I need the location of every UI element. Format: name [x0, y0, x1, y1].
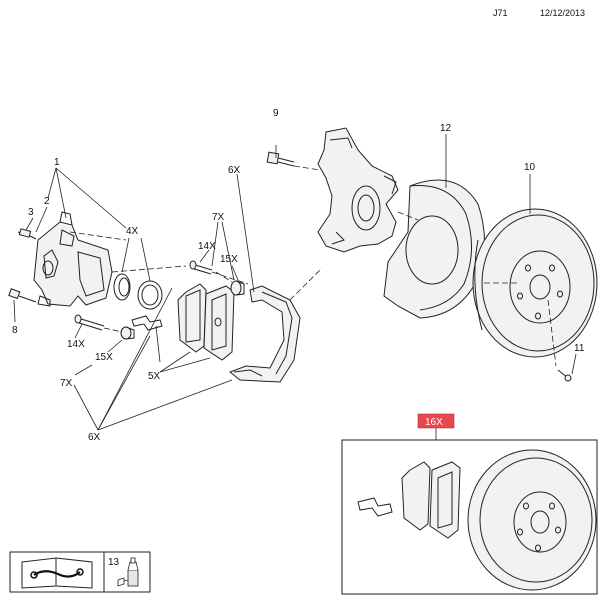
steering-knuckle	[317, 127, 399, 253]
callout-13: 13	[108, 557, 120, 568]
piston-seal-rings	[113, 273, 163, 310]
bleeder-screw	[17, 228, 37, 240]
spring-clip-left	[131, 315, 163, 331]
callout-2: 2	[44, 196, 50, 207]
caliper-bolt	[8, 288, 37, 303]
caliper-housing	[33, 211, 113, 307]
diagram-date: 12/12/2013	[540, 8, 585, 18]
guide-boot-top	[230, 280, 245, 296]
callout-15x-top: 15X	[220, 254, 238, 265]
kit-inset: 16X	[341, 413, 598, 595]
callout-4x: 4X	[126, 226, 139, 237]
knuckle-bolt	[266, 151, 295, 167]
callout-6x-top: 6X	[228, 165, 241, 176]
kit-rotor	[467, 449, 597, 591]
callouts: 1 2 3 8 4X 14X 15X 7X 6X 5X 6X 7X 14X 15…	[12, 108, 585, 443]
callout-15x-left: 15X	[95, 352, 113, 363]
guide-pin-top	[189, 260, 213, 275]
guide-boot-left	[120, 326, 135, 340]
legend-box: 13	[9, 551, 151, 593]
grease-tube-icon	[117, 557, 139, 587]
kit-inset-frame	[341, 439, 598, 595]
rotor-screw	[557, 369, 572, 382]
callout-9: 9	[273, 108, 279, 119]
callout-1: 1	[54, 157, 60, 168]
guide-pin-left	[74, 314, 105, 331]
callout-3: 3	[28, 207, 34, 218]
callout-14x-left: 14X	[67, 339, 85, 350]
kit-label: 16X	[425, 417, 443, 428]
callout-12: 12	[440, 123, 452, 134]
brake-rotor	[472, 208, 598, 358]
callout-5x: 5X	[148, 371, 161, 382]
leader-lines	[13, 134, 577, 431]
dust-shield	[383, 179, 485, 319]
diagram-code: J71	[493, 8, 508, 18]
callout-11: 11	[574, 343, 585, 354]
caliper-bracket	[229, 285, 301, 383]
callout-6x-bottom: 6X	[88, 432, 101, 443]
brake-pad-inner	[177, 283, 207, 353]
brake-pad-outer	[203, 285, 235, 361]
callout-7x-top: 7X	[212, 212, 225, 223]
callout-8: 8	[12, 325, 18, 336]
kit-pad-outer	[429, 461, 461, 539]
kit-pad-inner	[401, 461, 431, 531]
callout-10: 10	[524, 162, 536, 173]
manual-book-wrench-icon	[21, 557, 93, 589]
assembly-lines	[69, 165, 557, 367]
kit-clip	[357, 497, 393, 517]
callout-14x-top: 14X	[198, 241, 216, 252]
callout-7x-left: 7X	[60, 378, 73, 389]
